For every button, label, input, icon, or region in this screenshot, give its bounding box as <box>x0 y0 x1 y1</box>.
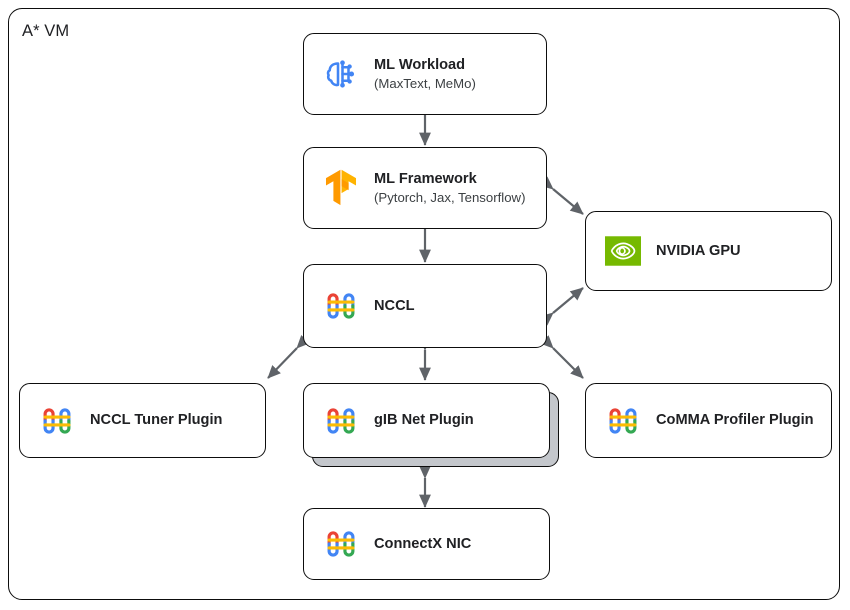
nccl-links-icon <box>604 402 642 440</box>
nvidia-eye-icon <box>604 232 642 270</box>
vm-container-frame <box>8 8 840 600</box>
node-subtitle: (MaxText, MeMo) <box>374 75 476 91</box>
node-ml-workload[interactable]: ML Workload (MaxText, MeMo) <box>303 33 547 115</box>
node-title: ML Workload <box>374 56 466 73</box>
nccl-links-icon <box>322 525 360 563</box>
node-ml-framework[interactable]: ML Framework (Pytorch, Jax, Tensorflow) <box>303 147 547 229</box>
node-title: NCCL <box>374 297 415 314</box>
vm-container-label: A* VM <box>22 22 70 40</box>
nccl-links-icon <box>38 402 76 440</box>
node-title: ML Framework <box>374 170 477 187</box>
nccl-links-icon <box>322 402 360 440</box>
node-title: NCCL Tuner Plugin <box>90 412 223 429</box>
node-comma-profiler-plugin[interactable]: CoMMA Profiler Plugin <box>585 383 832 458</box>
node-nccl[interactable]: NCCL <box>303 264 547 348</box>
tensorflow-icon <box>322 169 360 207</box>
node-nccl-tuner-plugin[interactable]: NCCL Tuner Plugin <box>19 383 266 458</box>
node-nvidia-gpu[interactable]: NVIDIA GPU <box>585 211 832 291</box>
brain-circuit-icon <box>322 55 360 93</box>
node-title: CoMMA Profiler Plugin <box>656 412 814 429</box>
node-subtitle: (Pytorch, Jax, Tensorflow) <box>374 189 526 205</box>
node-connectx-nic[interactable]: ConnectX NIC <box>303 508 550 580</box>
node-gib-net-plugin[interactable]: gIB Net Plugin <box>303 383 550 458</box>
node-title: NVIDIA GPU <box>656 242 741 259</box>
node-title: gIB Net Plugin <box>374 412 474 429</box>
node-title: ConnectX NIC <box>374 535 472 552</box>
nccl-links-icon <box>322 287 360 325</box>
